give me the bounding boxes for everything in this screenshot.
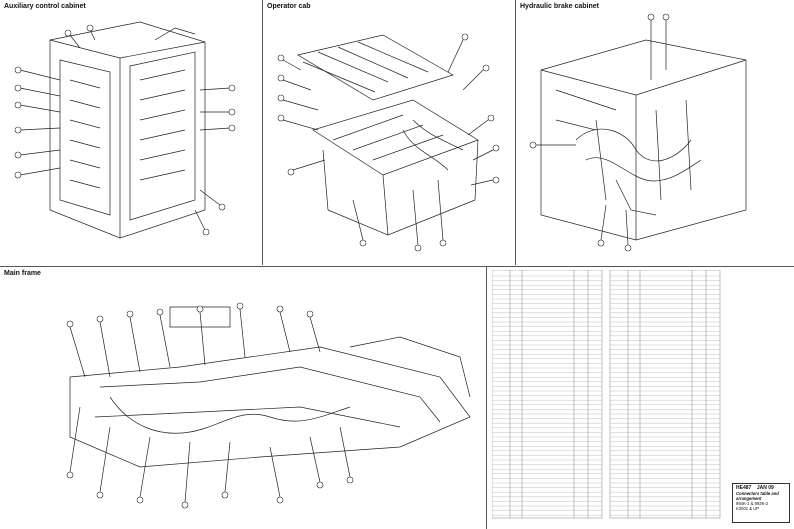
- aux-cabinet-panel: Auxiliary control cabinet: [0, 0, 262, 265]
- brake-cabinet-drawing: [529, 13, 747, 252]
- title-block-code: HE487: [736, 485, 752, 491]
- connector-table: [491, 269, 726, 520]
- title-block-models: 994K-1 & 993K-2: [736, 501, 769, 506]
- aux-cabinet-title: Auxiliary control cabinet: [4, 3, 86, 10]
- title-block-subtitle: Connectors table and arrangement: [736, 491, 779, 501]
- divider-horizontal: [0, 266, 794, 267]
- title-block-header: HE487 JAN 09: [736, 486, 786, 491]
- operator-cab-panel: Operator cab: [263, 0, 515, 265]
- operator-cab-drawing: [277, 33, 500, 252]
- divider-vertical-1: [262, 0, 263, 265]
- main-frame-title: Main frame: [4, 270, 41, 277]
- title-block-serials: K3001 & UP: [736, 506, 760, 511]
- main-frame-drawing: [66, 302, 471, 509]
- title-block-date: JAN 09: [756, 485, 774, 491]
- operator-cab-title: Operator cab: [267, 3, 311, 10]
- divider-vertical-2: [515, 0, 516, 265]
- divider-vertical-table: [486, 266, 487, 529]
- brake-cabinet-title: Hydraulic brake cabinet: [520, 3, 599, 10]
- title-block: HE487 JAN 09 Connectors table and arrang…: [732, 483, 790, 523]
- main-frame-panel: Main frame: [0, 267, 486, 529]
- aux-cabinet-drawing: [14, 21, 236, 239]
- brake-cabinet-panel: Hydraulic brake cabinet: [516, 0, 794, 265]
- connector-table-grid: [491, 269, 721, 519]
